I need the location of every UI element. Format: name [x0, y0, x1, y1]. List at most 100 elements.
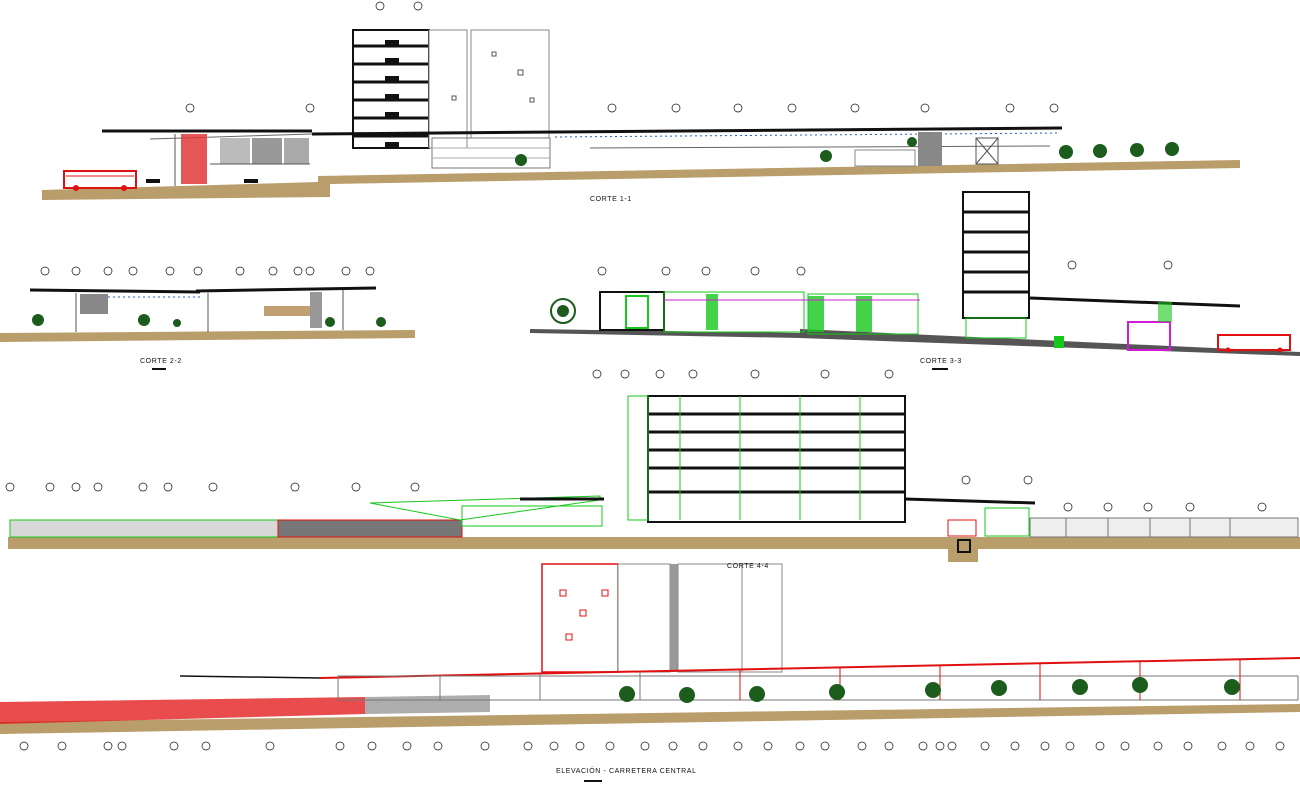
axis-bubble: [523, 741, 533, 751]
axis-bubble: [193, 266, 203, 276]
red-hatch-wall: [0, 697, 365, 724]
tree-icon: [1165, 142, 1179, 156]
axis-bubble: [290, 482, 300, 492]
tree-icon: [138, 314, 150, 326]
axis-bubble: [947, 741, 957, 751]
axis-bubble: [40, 266, 50, 276]
axis-bubble: [235, 266, 245, 276]
axis-bubble: [549, 741, 559, 751]
tree-icon: [515, 154, 527, 166]
axis-bubble: [1275, 741, 1285, 751]
axis-bubble: [592, 369, 602, 379]
section-3-3: [530, 191, 1300, 356]
elevation-carretera-central: [0, 563, 1300, 734]
ground-profile: [0, 704, 1300, 734]
axis-bubble: [1103, 502, 1113, 512]
axis-bubble: [1153, 741, 1163, 751]
axis-bubble: [795, 741, 805, 751]
axis-bubble: [884, 741, 894, 751]
axis-bubble: [268, 266, 278, 276]
axis-bubble: [763, 741, 773, 751]
section-2-2: [0, 286, 415, 342]
axis-bubble: [1257, 502, 1267, 512]
tree-icon: [907, 137, 917, 147]
tree-icon: [679, 687, 695, 703]
axis-bubble: [1183, 741, 1193, 751]
bus-icon: [1217, 334, 1291, 351]
axis-bubble: [402, 741, 412, 751]
axis-bubble: [433, 741, 443, 751]
axis-bubble: [163, 482, 173, 492]
tree-icon: [619, 686, 635, 702]
axis-bubble: [620, 369, 630, 379]
bus-icon: [63, 170, 137, 189]
axis-bubble: [750, 266, 760, 276]
axis-bubble: [671, 103, 681, 113]
axis-bubble: [1120, 741, 1130, 751]
tree-icon: [829, 684, 845, 700]
title-underline: [584, 780, 602, 782]
axis-bubble: [661, 266, 671, 276]
tree-icon: [1059, 145, 1073, 159]
axis-bubble: [367, 741, 377, 751]
section-title-corte-2-2: CORTE 2-2: [140, 358, 182, 365]
axis-bubble: [1023, 475, 1033, 485]
tree-icon: [1130, 143, 1144, 157]
title-underline: [932, 368, 948, 370]
axis-bubble: [410, 482, 420, 492]
axis-grid-bubbles: [5, 1, 1285, 751]
axis-bubble: [365, 266, 375, 276]
tree-icon: [32, 314, 44, 326]
axis-bubble: [796, 266, 806, 276]
axis-bubble: [19, 741, 29, 751]
axis-bubble: [605, 741, 615, 751]
tree-icon: [1224, 679, 1240, 695]
axis-bubble: [820, 369, 830, 379]
axis-bubble: [1010, 741, 1020, 751]
axis-bubble: [640, 741, 650, 751]
tree-icon: [749, 686, 765, 702]
ground-profile: [8, 537, 1300, 549]
axis-bubble: [45, 482, 55, 492]
axis-bubble: [935, 741, 945, 751]
axis-bubble: [351, 482, 361, 492]
tree-icon: [991, 680, 1007, 696]
axis-bubble: [480, 741, 490, 751]
axis-bubble: [787, 103, 797, 113]
axis-bubble: [750, 369, 760, 379]
axis-bubble: [71, 266, 81, 276]
axis-bubble: [850, 103, 860, 113]
section-title-corte-3-3: CORTE 3-3: [920, 358, 962, 365]
tree-icon: [173, 319, 181, 327]
tree-icon: [550, 298, 576, 324]
section-title-corte-1-1: CORTE 1-1: [590, 196, 632, 203]
axis-bubble: [1245, 741, 1255, 751]
red-hatch-wall: [181, 134, 207, 184]
section-1-1: [42, 29, 1240, 200]
axis-bubble: [733, 741, 743, 751]
ground-profile: [42, 160, 1240, 200]
axis-bubble: [1040, 741, 1050, 751]
axis-bubble: [607, 103, 617, 113]
axis-bubble: [1095, 741, 1105, 751]
tree-icon: [1072, 679, 1088, 695]
tree-icon: [820, 150, 832, 162]
axis-bubble: [980, 741, 990, 751]
tree-icon: [925, 682, 941, 698]
axis-bubble: [1049, 103, 1059, 113]
axis-bubble: [1185, 502, 1195, 512]
axis-bubble: [857, 741, 867, 751]
tree-icon: [1093, 144, 1107, 158]
axis-bubble: [375, 1, 385, 11]
axis-bubble: [335, 741, 345, 751]
axis-bubble: [71, 482, 81, 492]
tree-icon: [376, 317, 386, 327]
axis-bubble: [208, 482, 218, 492]
axis-bubble: [820, 741, 830, 751]
axis-bubble: [305, 103, 315, 113]
axis-bubble: [265, 741, 275, 751]
axis-bubble: [575, 741, 585, 751]
axis-bubble: [1163, 260, 1173, 270]
